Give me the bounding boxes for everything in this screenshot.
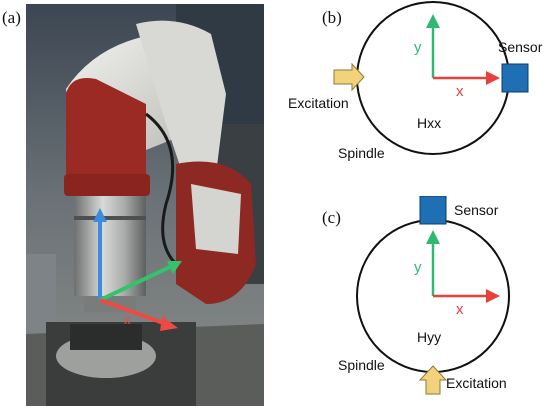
excitation-arrow [418, 365, 448, 395]
photo-axis-z-head [93, 208, 107, 222]
sensor-label: Sensor [498, 39, 543, 55]
measurement-label: Hxx [417, 115, 441, 131]
robot-cable [145, 112, 178, 266]
panel-label-c: (c) [322, 208, 341, 227]
robot-base-cover [191, 184, 241, 254]
photo-axis-y-head [167, 261, 182, 274]
photo-axis-x-label: x [124, 312, 131, 327]
photo-axis-x-head [160, 316, 178, 331]
spindle-label: Spindle [338, 145, 385, 161]
spindle-label: Spindle [338, 357, 385, 373]
y-axis-label: y [414, 259, 422, 276]
x-axis-arrowhead [486, 289, 500, 303]
measurement-label: Hyy [417, 329, 441, 345]
excitation-arrow [333, 62, 365, 92]
photo-axis-y [99, 264, 173, 302]
robot-shoulder [136, 20, 226, 184]
sensor-label: Sensor [454, 202, 499, 218]
y-axis-label: y [414, 39, 422, 56]
spindle-body [74, 196, 146, 296]
diagram-c: Sensor y x Hyy Spindle Excitation [338, 196, 510, 395]
photo-axis-x [99, 298, 167, 326]
x-axis-label: x [456, 83, 464, 100]
robot-wrist-flange [64, 174, 150, 196]
sensor-box [419, 196, 447, 225]
x-axis-arrowhead [486, 71, 500, 85]
x-axis-label: x [456, 301, 464, 318]
y-axis-arrowhead [426, 14, 440, 28]
robot-wrist-red [66, 78, 146, 179]
excitation-label: Excitation [446, 375, 507, 391]
sensor-box [501, 63, 529, 93]
panel-label-b: (b) [322, 8, 342, 27]
robot-illustration: x [26, 4, 264, 406]
excitation-label: Excitation [288, 95, 349, 111]
diagram-b: y x Sensor Excitation Hxx Spindle [288, 1, 543, 161]
robot-photo: x [26, 4, 264, 406]
panel-label-a: (a) [2, 8, 21, 27]
y-axis-arrowhead [426, 230, 440, 244]
spindle-band [74, 216, 146, 220]
fixture-clamps [70, 324, 142, 350]
